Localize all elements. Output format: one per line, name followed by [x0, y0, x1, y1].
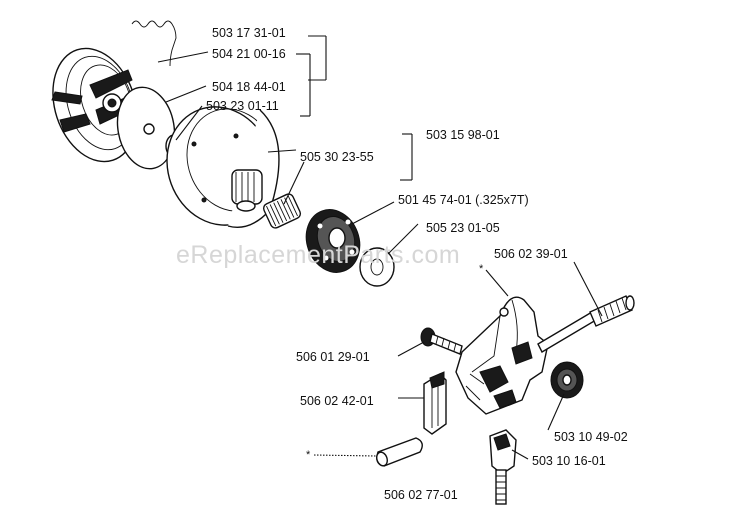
- part-label: 506 02 77-01: [384, 488, 458, 502]
- pin: [376, 437, 423, 467]
- clutch-assembly: [51, 20, 395, 287]
- part-label: 503 17 31-01: [212, 26, 286, 40]
- part-label: 501 45 74-01 (.325x7T): [398, 193, 529, 207]
- part-label: 503 23 01-11: [206, 99, 279, 113]
- part-label: 504 21 00-16: [212, 47, 286, 61]
- asterisk-marker: *: [479, 263, 484, 275]
- part-label: 503 10 16-01: [532, 454, 606, 468]
- needle-bearing: [262, 193, 302, 229]
- clutch-spring: [131, 20, 177, 67]
- screw: [420, 327, 463, 355]
- worm-gear: [550, 361, 584, 399]
- part-label: 503 15 98-01: [426, 128, 500, 142]
- leader-lines: [157, 35, 603, 460]
- rim-sprocket: [305, 209, 361, 273]
- part-labels: 503 17 31-01 504 21 00-16 504 18 44-01 5…: [206, 26, 628, 502]
- part-label: 505 30 23-55: [300, 150, 374, 164]
- part-label: 506 02 39-01: [494, 247, 568, 261]
- part-label: 504 18 44-01: [212, 80, 286, 94]
- watermark: eReplacementParts.com: [176, 241, 460, 269]
- asterisk-marker: *: [306, 449, 311, 461]
- oil-pump-assembly: [376, 295, 635, 505]
- clutch-arm: [89, 69, 133, 99]
- part-label: 506 01 29-01: [296, 350, 370, 364]
- pump-plunger: [423, 371, 447, 435]
- pump-shaft: [537, 295, 635, 353]
- adjuster-screw: [489, 429, 517, 505]
- washer-large: [359, 247, 395, 287]
- part-label: 503 10 49-02: [554, 430, 628, 444]
- part-label: 506 02 42-01: [300, 394, 374, 408]
- drum-hub: [231, 169, 263, 205]
- part-label: 505 23 01-05: [426, 221, 500, 235]
